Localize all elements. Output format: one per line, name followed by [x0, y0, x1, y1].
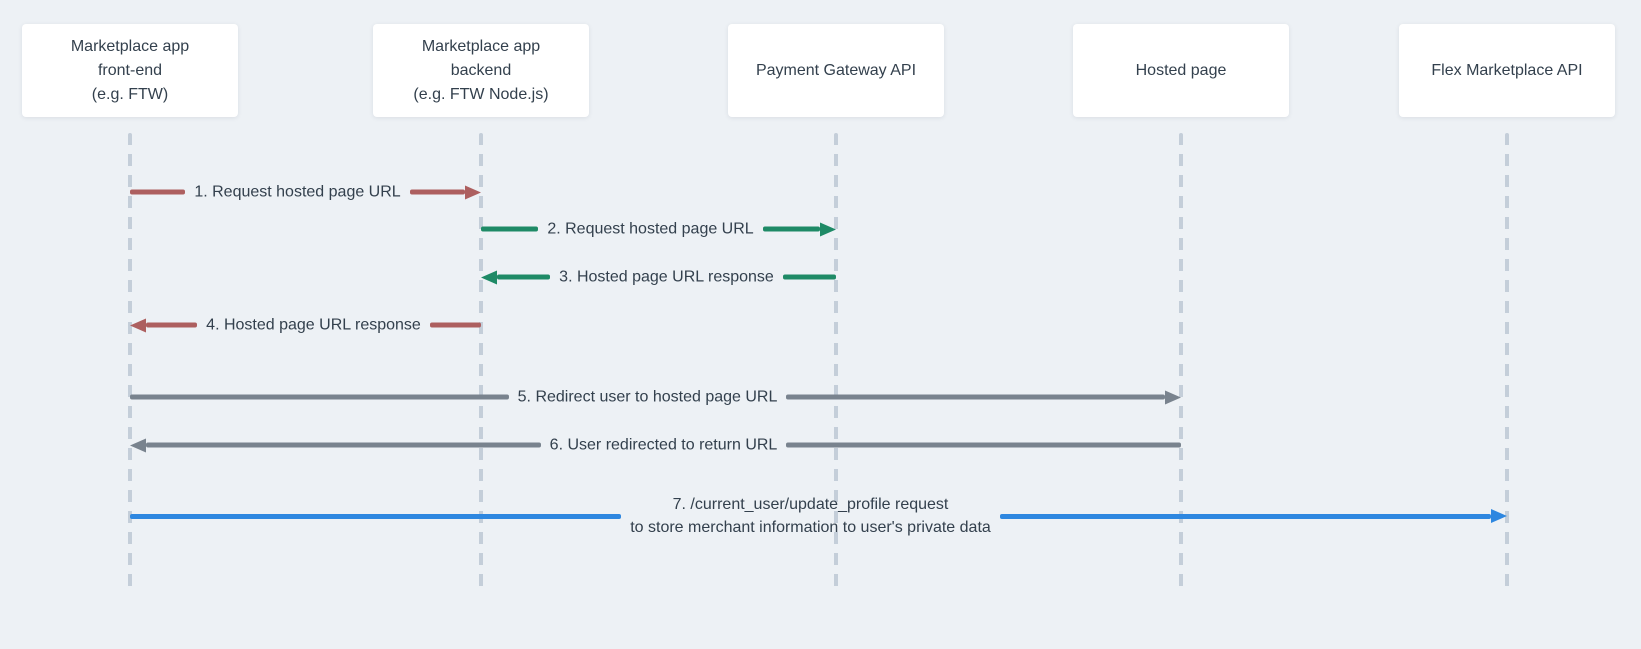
lifeline-hosted-page: [1179, 133, 1183, 590]
message-label: 5. Redirect user to hosted page URL: [517, 388, 778, 406]
message-line: [130, 189, 186, 195]
message-6-user-redirected: 6. User redirected to return URL: [130, 434, 1181, 457]
message-line: [786, 394, 1166, 400]
message-line: [146, 322, 198, 328]
message-7-update-profile-request: 7. /current_user/update_profile request …: [130, 493, 1507, 539]
participant-marketplace-frontend: Marketplace app front-end (e.g. FTW): [22, 24, 238, 117]
participant-label: Payment Gateway API: [755, 61, 917, 79]
arrowhead-right-icon: [1491, 509, 1507, 523]
arrowhead-left-icon: [130, 438, 146, 452]
arrowhead-left-icon: [130, 318, 146, 332]
message-label: 3. Hosted page URL response: [559, 268, 774, 286]
participant-marketplace-backend: Marketplace app backend (e.g. FTW Node.j…: [373, 24, 589, 117]
message-label: 7. /current_user/update_profile request …: [630, 496, 991, 536]
message-line: [497, 274, 551, 280]
message-2-request-hosted-page-url: 2. Request hosted page URL: [481, 218, 837, 241]
lifeline-marketplace-backend: [479, 133, 483, 590]
arrowhead-right-icon: [820, 222, 837, 236]
participant-hosted-page: Hosted page: [1073, 24, 1289, 117]
message-line: [786, 442, 1181, 448]
message-3-hosted-page-url-response: 3. Hosted page URL response: [481, 266, 836, 289]
message-line: [782, 274, 836, 280]
message-5-redirect-user: 5. Redirect user to hosted page URL: [130, 386, 1182, 409]
message-line: [409, 189, 466, 195]
message-line: [429, 322, 481, 328]
arrowhead-left-icon: [481, 270, 497, 284]
lifeline-flex-marketplace-api: [1505, 133, 1509, 590]
message-label: 6. User redirected to return URL: [549, 436, 778, 454]
message-line: [762, 226, 821, 232]
message-1-request-hosted-page-url: 1. Request hosted page URL: [130, 181, 482, 204]
participant-label: Flex Marketplace API: [1431, 61, 1583, 79]
participant-flex-marketplace-api: Flex Marketplace API: [1399, 24, 1615, 117]
participant-label: Marketplace app backend (e.g. FTW Node.j…: [413, 37, 549, 103]
message-line: [130, 513, 622, 519]
message-line: [481, 226, 539, 232]
arrowhead-right-icon: [465, 185, 482, 199]
message-label: 4. Hosted page URL response: [206, 316, 421, 334]
lifeline-payment-gateway-api: [834, 133, 838, 590]
message-line: [130, 394, 509, 400]
lifeline-marketplace-frontend: [128, 133, 132, 590]
message-4-hosted-page-url-response: 4. Hosted page URL response: [130, 314, 481, 337]
participant-payment-gateway-api: Payment Gateway API: [728, 24, 944, 117]
message-label: 2. Request hosted page URL: [547, 220, 754, 238]
participant-label: Hosted page: [1135, 61, 1227, 79]
message-line: [146, 442, 541, 448]
message-label: 1. Request hosted page URL: [194, 183, 401, 201]
arrowhead-right-icon: [1165, 390, 1182, 404]
participant-label: Marketplace app front-end (e.g. FTW): [70, 37, 190, 103]
message-line: [999, 513, 1491, 519]
